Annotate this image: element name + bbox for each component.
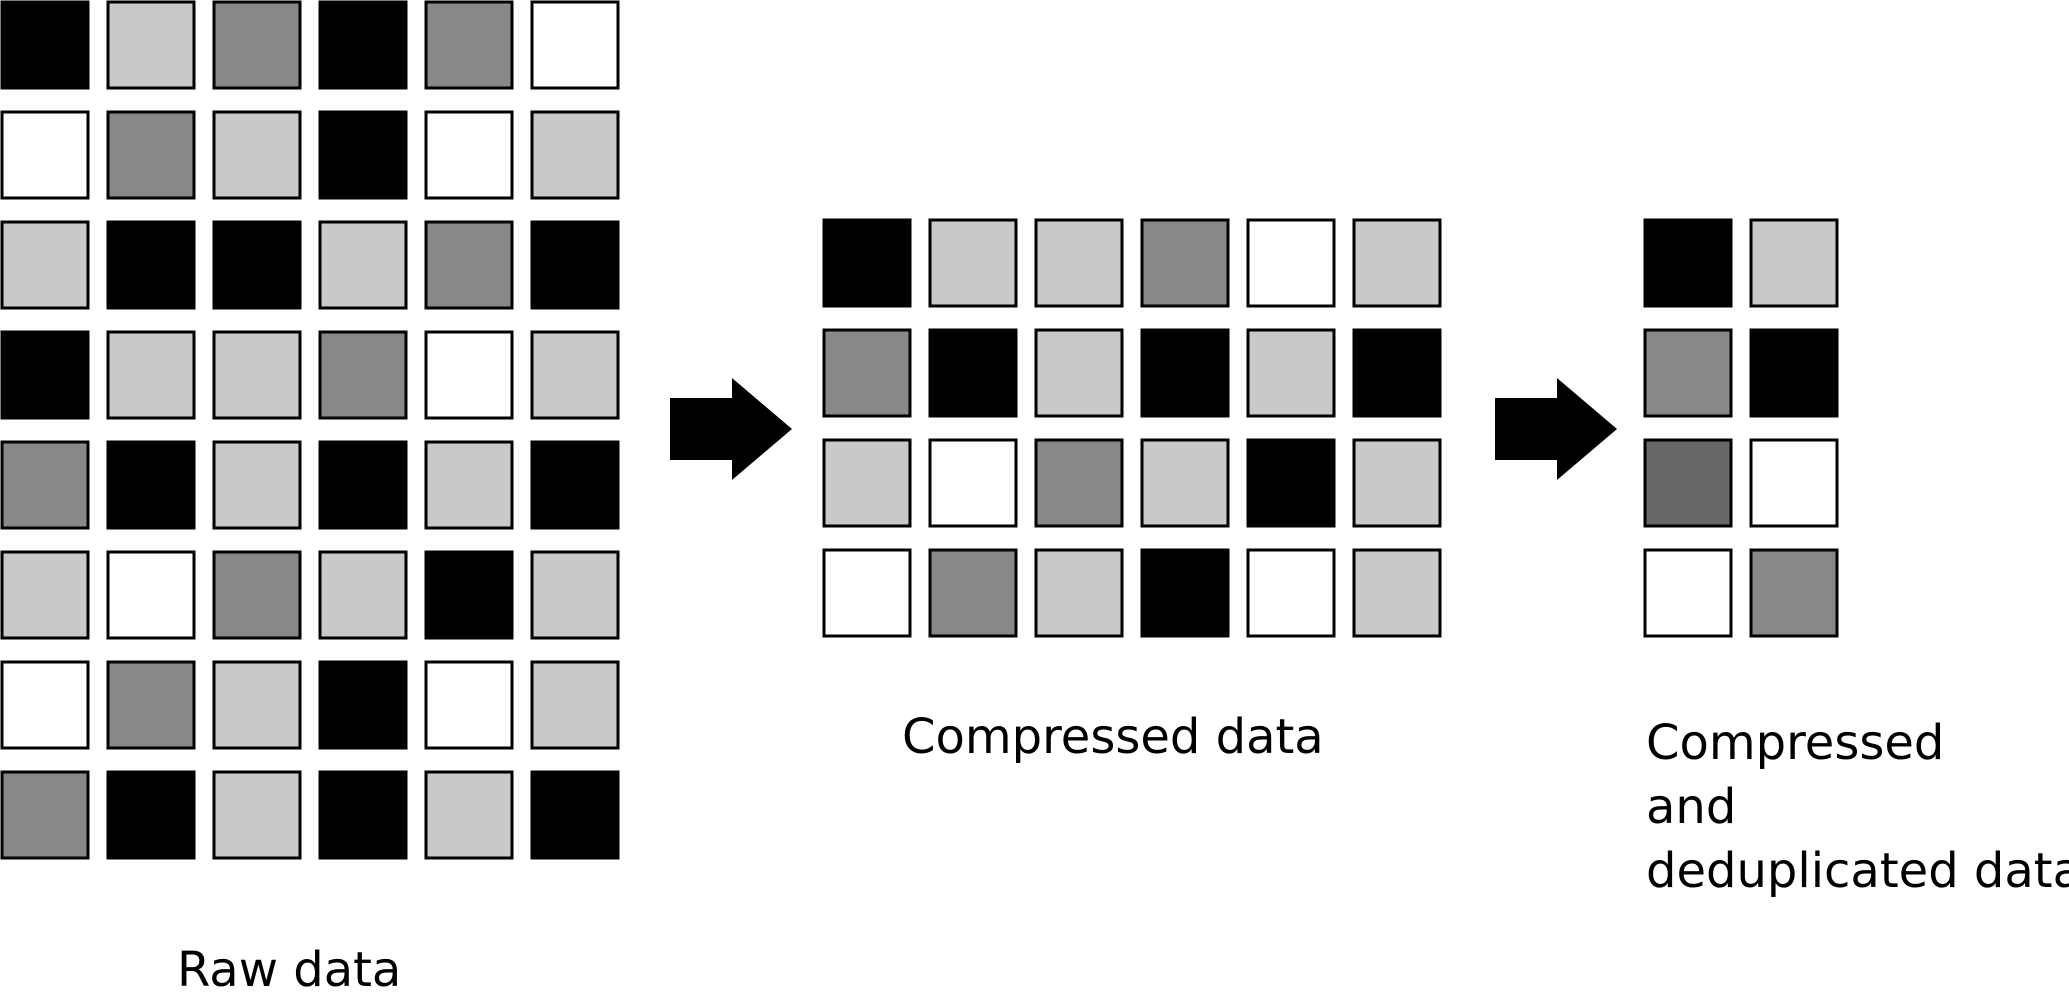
compressed-block-r3-c5	[1246, 438, 1336, 528]
deduplicated-block-r1-c1	[1643, 218, 1733, 308]
raw-data-label: Raw data	[177, 942, 402, 998]
raw-block-r7-c2	[106, 660, 196, 750]
compressed-block-r3-c4	[1140, 438, 1230, 528]
compressed-block-r1-c5	[1246, 218, 1336, 308]
raw-block-r7-c5	[424, 660, 514, 750]
raw-block-r2-c6	[530, 110, 620, 200]
compressed-block-r4-c2	[928, 548, 1018, 638]
raw-block-r6-c6	[530, 550, 620, 640]
raw-block-r4-c3	[212, 330, 302, 420]
compressed-block-r1-c2	[928, 218, 1018, 308]
raw-block-r7-c6	[530, 660, 620, 750]
arrow-raw-to-compressed	[670, 378, 792, 480]
raw-block-r1-c2	[106, 0, 196, 90]
compressed-block-r3-c1	[822, 438, 912, 528]
raw-block-r8-c2	[106, 770, 196, 860]
compressed-block-r3-c3	[1034, 438, 1124, 528]
raw-block-r1-c3	[212, 0, 302, 90]
compressed-block-r4-c1	[822, 548, 912, 638]
raw-block-r1-c4	[318, 0, 408, 90]
compressed-data-label: Compressed data	[902, 709, 1324, 765]
raw-block-r2-c4	[318, 110, 408, 200]
raw-block-r3-c4	[318, 220, 408, 310]
raw-block-r2-c1	[0, 110, 90, 200]
deduplicated-block-r3-c2	[1749, 438, 1839, 528]
raw-block-r6-c2	[106, 550, 196, 640]
raw-block-r2-c2	[106, 110, 196, 200]
raw-data-grid	[0, 0, 620, 860]
raw-block-r3-c5	[424, 220, 514, 310]
compressed-block-r3-c2	[928, 438, 1018, 528]
raw-block-r1-c5	[424, 0, 514, 90]
raw-block-r4-c6	[530, 330, 620, 420]
deduplicated-label-line-1: Compressed	[1646, 715, 1945, 771]
raw-block-r5-c4	[318, 440, 408, 530]
raw-block-r5-c2	[106, 440, 196, 530]
raw-block-r5-c5	[424, 440, 514, 530]
compressed-block-r2-c2	[928, 328, 1018, 418]
raw-block-r3-c3	[212, 220, 302, 310]
raw-block-r4-c2	[106, 330, 196, 420]
raw-block-r6-c5	[424, 550, 514, 640]
raw-block-r5-c6	[530, 440, 620, 530]
raw-block-r4-c1	[0, 330, 90, 420]
raw-block-r8-c1	[0, 770, 90, 860]
raw-block-r2-c3	[212, 110, 302, 200]
deduplicated-block-r2-c1	[1643, 328, 1733, 418]
raw-block-r6-c4	[318, 550, 408, 640]
compressed-block-r4-c3	[1034, 548, 1124, 638]
compressed-block-r2-c5	[1246, 328, 1336, 418]
compressed-block-r2-c3	[1034, 328, 1124, 418]
raw-block-r5-c1	[0, 440, 90, 530]
raw-block-r7-c4	[318, 660, 408, 750]
arrow-compressed-to-deduplicated	[1495, 378, 1617, 480]
raw-block-r1-c6	[530, 0, 620, 90]
deduplicated-block-r3-c1	[1643, 438, 1733, 528]
compressed-block-r1-c6	[1352, 218, 1442, 308]
compressed-block-r1-c3	[1034, 218, 1124, 308]
raw-block-r8-c3	[212, 770, 302, 860]
raw-block-r6-c1	[0, 550, 90, 640]
deduplicated-label-line-2: and	[1646, 779, 1737, 835]
compressed-block-r2-c6	[1352, 328, 1442, 418]
deduplicated-data-grid	[1643, 218, 1839, 638]
raw-block-r4-c4	[318, 330, 408, 420]
raw-block-r3-c2	[106, 220, 196, 310]
deduplicated-block-r4-c1	[1643, 548, 1733, 638]
raw-block-r1-c1	[0, 0, 90, 90]
compressed-block-r4-c4	[1140, 548, 1230, 638]
deduplicated-label-line-3: deduplicated data	[1646, 843, 2069, 899]
raw-block-r4-c5	[424, 330, 514, 420]
compressed-block-r2-c4	[1140, 328, 1230, 418]
raw-block-r8-c5	[424, 770, 514, 860]
raw-block-r5-c3	[212, 440, 302, 530]
deduplicated-block-r2-c2	[1749, 328, 1839, 418]
compressed-data-grid	[822, 218, 1442, 638]
compressed-block-r1-c4	[1140, 218, 1230, 308]
raw-block-r8-c6	[530, 770, 620, 860]
deduplicated-block-r4-c2	[1749, 548, 1839, 638]
deduplicated-block-r1-c2	[1749, 218, 1839, 308]
raw-block-r6-c3	[212, 550, 302, 640]
deduplicated-data-label: Compressed and deduplicated data	[1646, 711, 2069, 903]
raw-block-r7-c3	[212, 660, 302, 750]
raw-block-r7-c1	[0, 660, 90, 750]
compressed-block-r4-c5	[1246, 548, 1336, 638]
raw-block-r3-c1	[0, 220, 90, 310]
compressed-block-r2-c1	[822, 328, 912, 418]
raw-block-r2-c5	[424, 110, 514, 200]
raw-block-r3-c6	[530, 220, 620, 310]
compressed-block-r4-c6	[1352, 548, 1442, 638]
compressed-block-r1-c1	[822, 218, 912, 308]
compressed-block-r3-c6	[1352, 438, 1442, 528]
raw-block-r8-c4	[318, 770, 408, 860]
